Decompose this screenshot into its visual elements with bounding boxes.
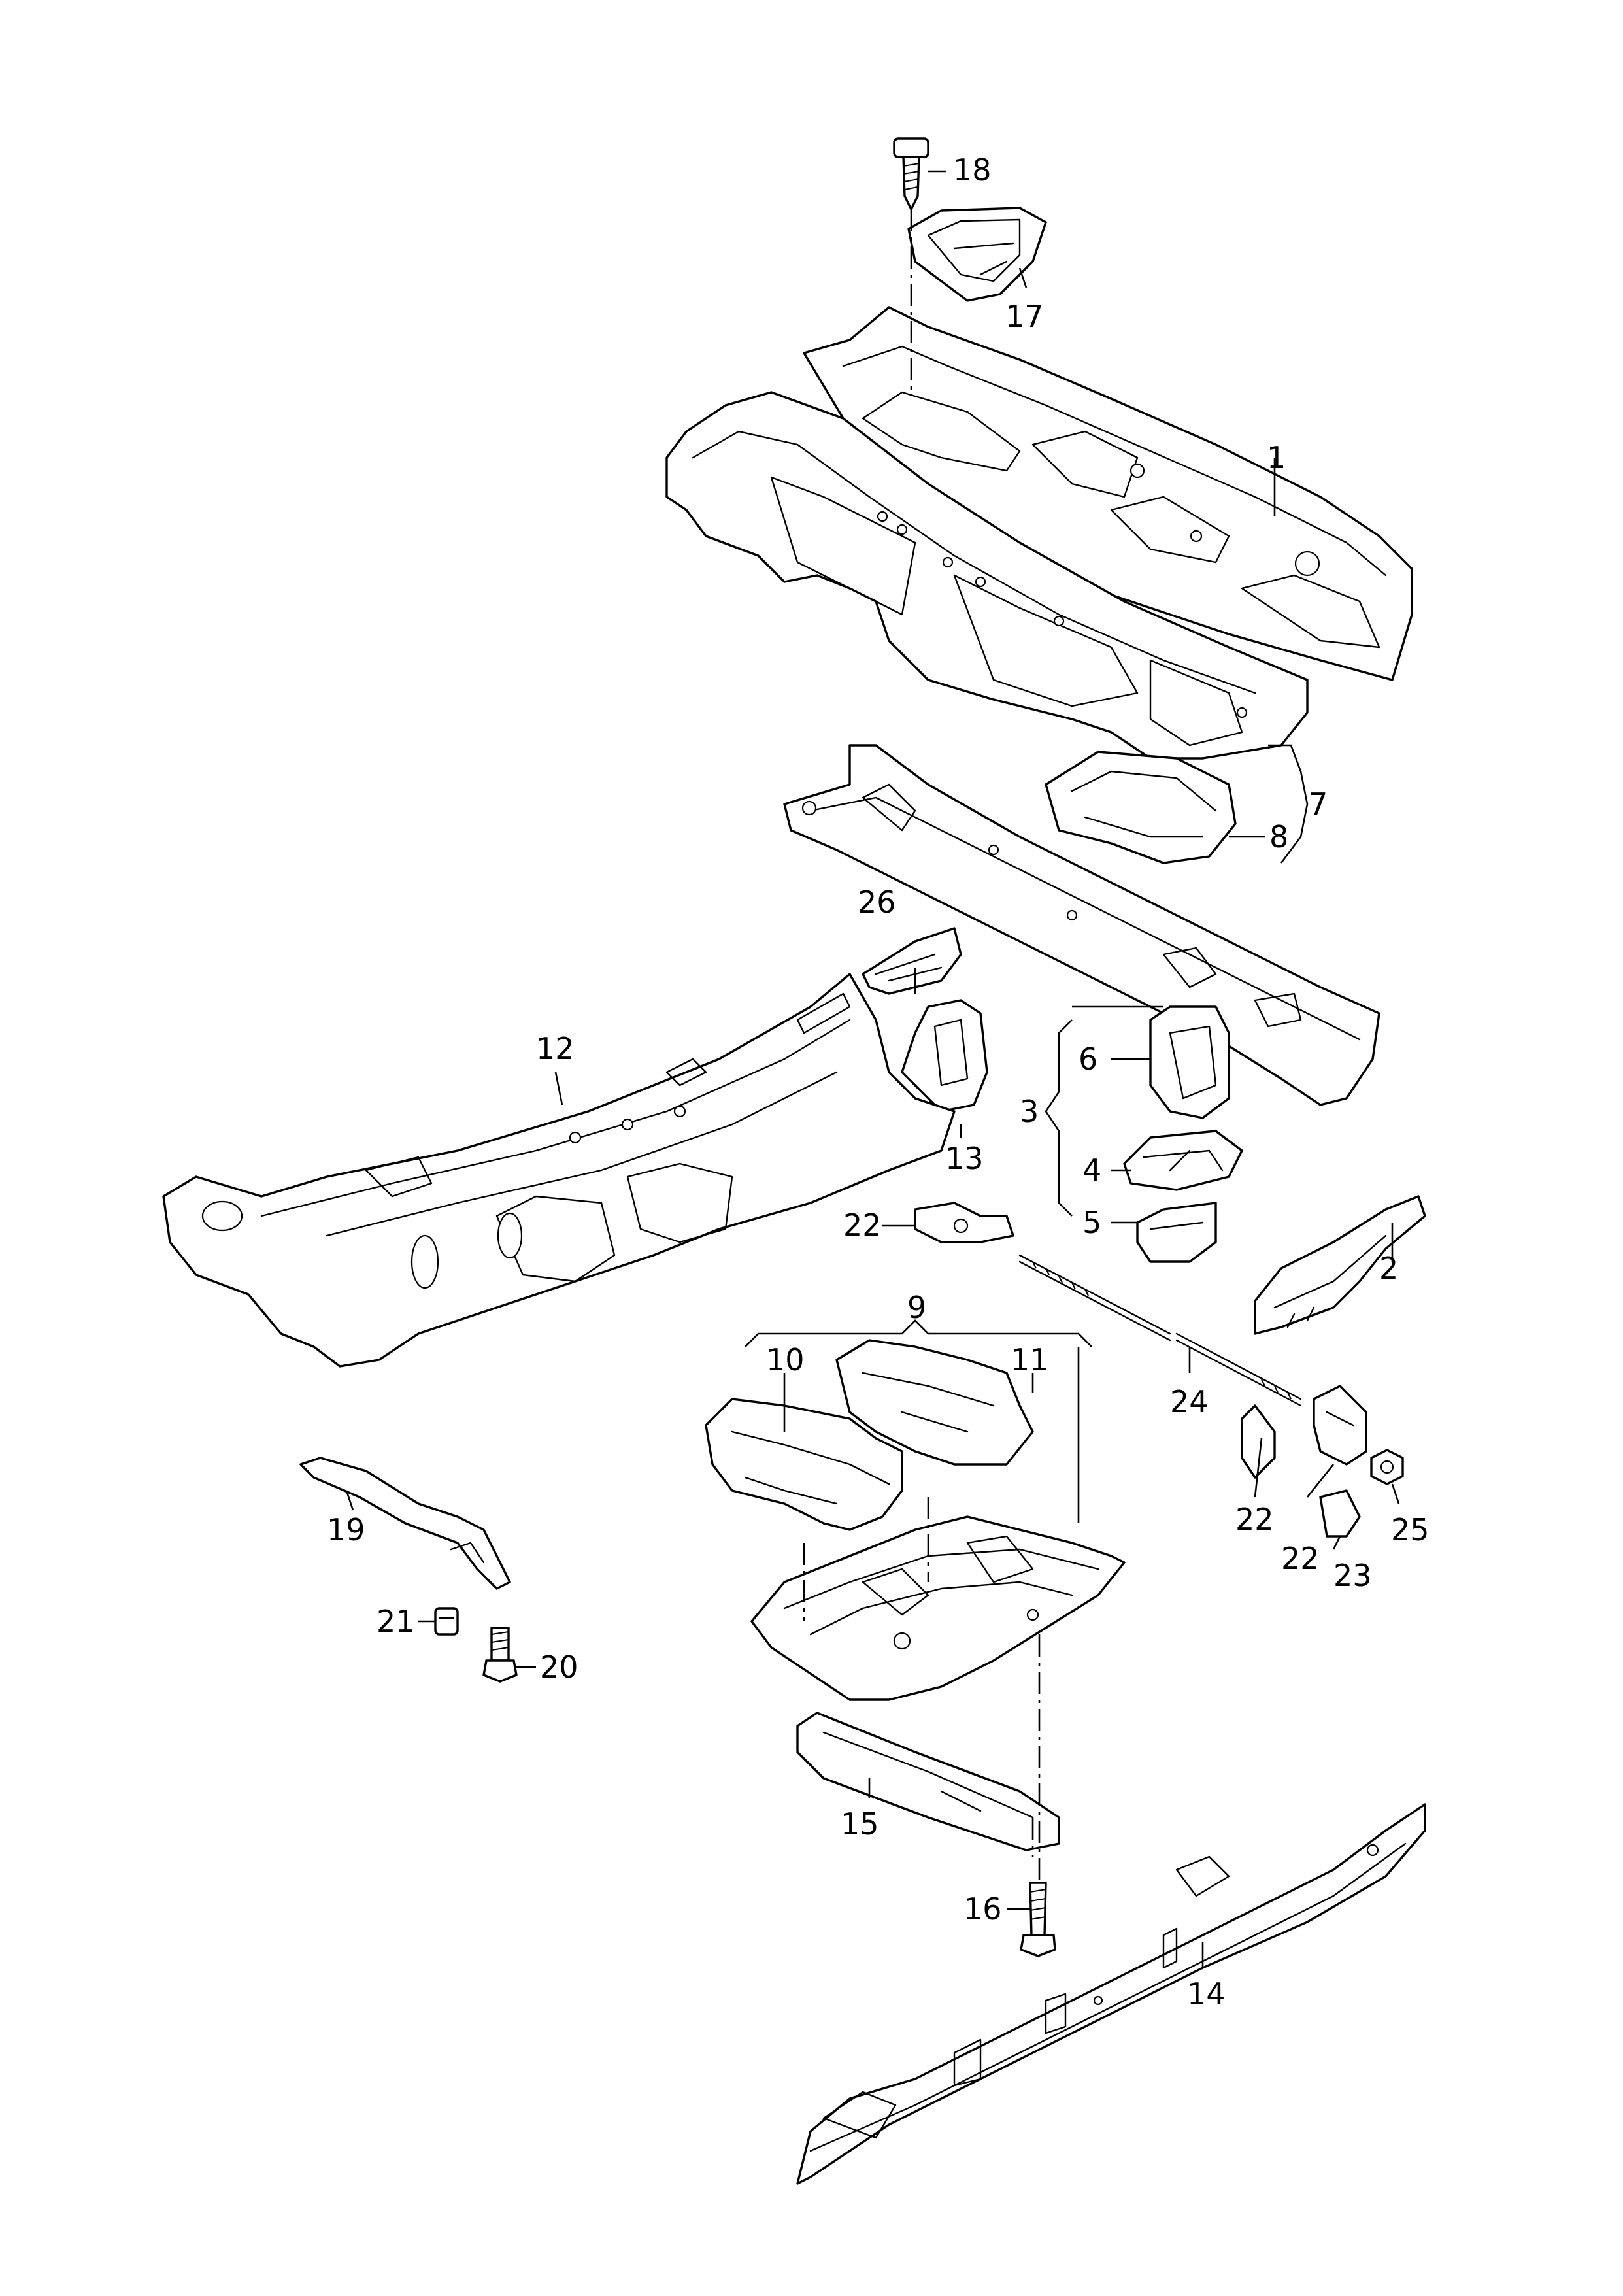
callout-22-upper: 22 (843, 1207, 882, 1243)
part-22-bracket-lower (1313, 1385, 1367, 1466)
part-22-bracket-upper (914, 1202, 1014, 1243)
part-21-bolt (434, 1607, 459, 1636)
leader-lines (345, 170, 1400, 1968)
callout-17: 17 (1005, 299, 1044, 334)
part-20-bolt (482, 1627, 518, 1683)
callout-19: 19 (327, 1512, 365, 1547)
part-16-bolt (1020, 1882, 1056, 1957)
part-13-bracket (901, 999, 988, 1113)
part-2-bracket (1254, 1195, 1426, 1335)
part-8-bracket (1045, 751, 1237, 864)
callout-26: 25 (1391, 1512, 1430, 1547)
callout-10: 10 (766, 1342, 805, 1377)
callout-21: 21 (376, 1604, 415, 1639)
callout-11: 11 (1011, 1342, 1049, 1377)
callout-13: 13 (945, 1141, 984, 1176)
part-4-pan (1123, 1130, 1243, 1191)
callout-4: 4 (1082, 1153, 1101, 1188)
callout-25: 24 (1170, 1384, 1209, 1419)
part-1-plenum-panel (803, 306, 1413, 681)
callout-7: 7 (1309, 786, 1328, 822)
part-24-plate (1319, 1489, 1361, 1538)
callout-6: 6 (1079, 1041, 1097, 1077)
floor-pan (750, 1515, 1126, 1701)
part-27-clip (862, 927, 962, 995)
callout-20: 20 (540, 1649, 578, 1685)
callout-3: 3 (1020, 1094, 1039, 1129)
part-10-member (705, 1398, 903, 1531)
callout-labels: 18 17 1 7 8 26 12 13 6 3 4 5 2 22 9 10 1… (327, 152, 1430, 2012)
callout-5: 5 (1082, 1205, 1101, 1240)
callout-8: 8 (1269, 819, 1288, 854)
callout-1: 1 (1267, 440, 1286, 475)
part-15-rail (796, 1712, 1060, 1851)
assembly-lines (803, 209, 1041, 1883)
part-25-rod (1018, 1254, 1302, 1407)
callout-16: 16 (963, 1891, 1002, 1927)
callout-12: 12 (536, 1031, 575, 1066)
callout-24: 23 (1333, 1558, 1372, 1593)
callout-27: 26 (858, 885, 896, 920)
callout-2: 2 (1379, 1251, 1398, 1286)
callout-14: 14 (1187, 1976, 1226, 2012)
part-26-nut (1370, 1449, 1404, 1485)
callout-18: 18 (953, 152, 992, 188)
part-11-member (835, 1339, 1034, 1466)
part-19-brace (299, 1457, 511, 1590)
cross-member (783, 744, 1380, 1106)
part-12-floor-assembly (162, 973, 956, 1368)
callout-23: 22 (1235, 1502, 1274, 1537)
part-23-plate (1241, 1404, 1276, 1479)
part-17-cap (907, 207, 1047, 302)
part-18-screw (893, 137, 929, 211)
part-5-pan (1136, 1202, 1217, 1263)
part-6-reinforcement (1149, 1005, 1230, 1119)
callout-15: 15 (841, 1806, 879, 1842)
callout-22-lower: 22 (1281, 1541, 1320, 1576)
callout-9: 9 (907, 1290, 926, 1325)
part-14-sill (796, 1803, 1426, 2185)
